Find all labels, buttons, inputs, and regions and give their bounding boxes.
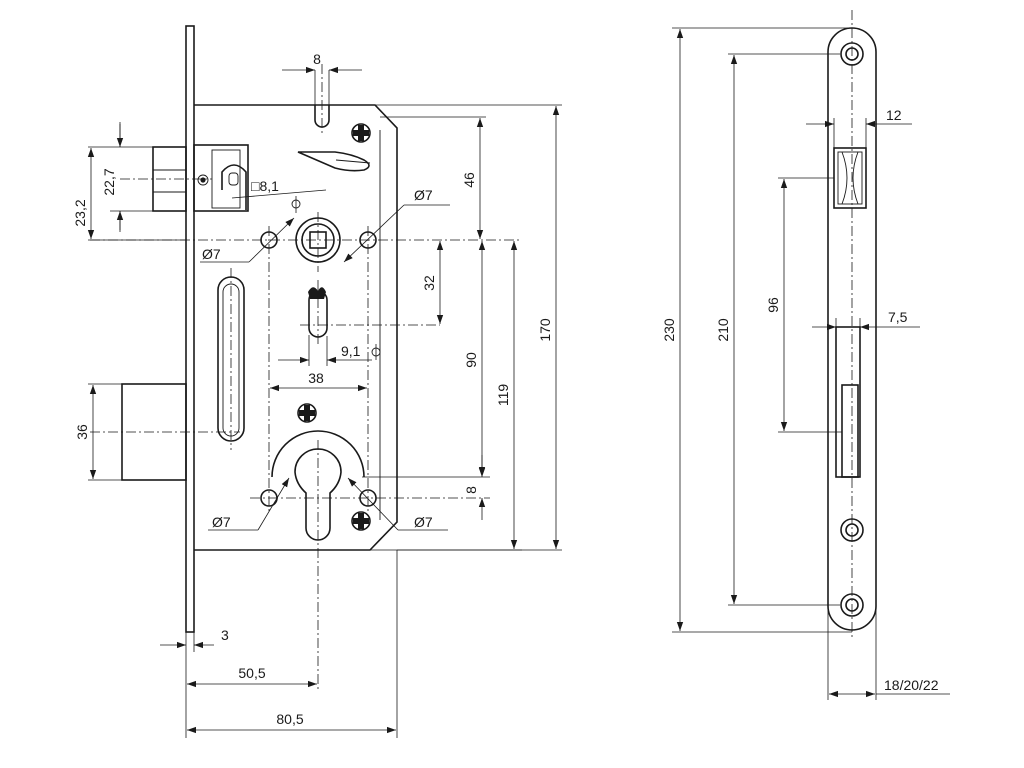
latch-bolt-side	[833, 147, 867, 209]
lever-wedge	[297, 151, 370, 172]
latch-mechanism	[193, 144, 249, 212]
lock-case-front-view	[90, 25, 520, 690]
dim-screw-spacing: 210	[715, 318, 731, 342]
screw-middle	[297, 403, 317, 423]
faceplate-screw-top	[840, 42, 864, 66]
dim-spindle-to-slot: 32	[421, 275, 437, 291]
dimensions-left-view: 8 23,2 22,7 □8,1 Ø7 Ø7 46 32	[72, 51, 562, 738]
dim-slot-offset: 9,1	[341, 343, 361, 359]
dim-faceplate-length: 230	[661, 318, 677, 342]
dim-hole-lower-left: Ø7	[212, 514, 231, 530]
dim-hole-spacing: 38	[308, 370, 324, 386]
spring-slot	[300, 280, 440, 345]
guide-slot	[217, 268, 245, 450]
dim-deadbolt-height: 36	[74, 424, 90, 440]
lock-case-body	[194, 104, 398, 551]
dim-hole-upper-right: Ø7	[414, 187, 433, 203]
dim-backset: 50,5	[238, 665, 265, 681]
dim-hole-upper-left: Ø7	[202, 246, 221, 262]
dim-latch-width: 8	[313, 51, 321, 67]
spindle-follower	[90, 212, 520, 272]
cylinder-profile	[271, 430, 365, 690]
faceplate-side-view	[827, 10, 877, 640]
dim-square-spindle: □8,1	[251, 178, 279, 194]
latch-bolt	[120, 146, 212, 212]
deadbolt	[90, 383, 240, 481]
faceplate-screw-bottom	[840, 593, 864, 617]
dim-latch-to-bolt: 96	[765, 297, 781, 313]
dim-latch-side-width: 12	[886, 107, 902, 123]
faceplate-edge	[185, 25, 195, 633]
deadbolt-side	[835, 326, 861, 478]
dim-spindle-to-cylinder: 90	[463, 352, 479, 368]
dim-case-depth: 80,5	[276, 711, 303, 727]
dim-spindle-to-bottom: 119	[495, 384, 511, 407]
dim-bolt-side-width: 7,5	[888, 309, 908, 325]
dim-case-height: 170	[537, 318, 553, 342]
dim-faceplate-thickness: 3	[221, 627, 229, 643]
dim-faceplate-widths: 18/20/22	[884, 677, 939, 693]
dim-latch-height-outer: 23,2	[72, 199, 88, 226]
screw-lower	[351, 511, 371, 531]
faceplate-screw-middle	[840, 518, 864, 542]
screw-upper	[351, 123, 371, 143]
dimensions-right-view: 230 210 96 12 7,5 18/20/22	[661, 27, 950, 700]
dim-hole-lower-right: Ø7	[414, 514, 433, 530]
dim-cylinder-offset: 8	[463, 486, 479, 494]
dim-top-to-spindle: 46	[461, 172, 477, 188]
dim-latch-height-inner: 22,7	[101, 168, 117, 195]
